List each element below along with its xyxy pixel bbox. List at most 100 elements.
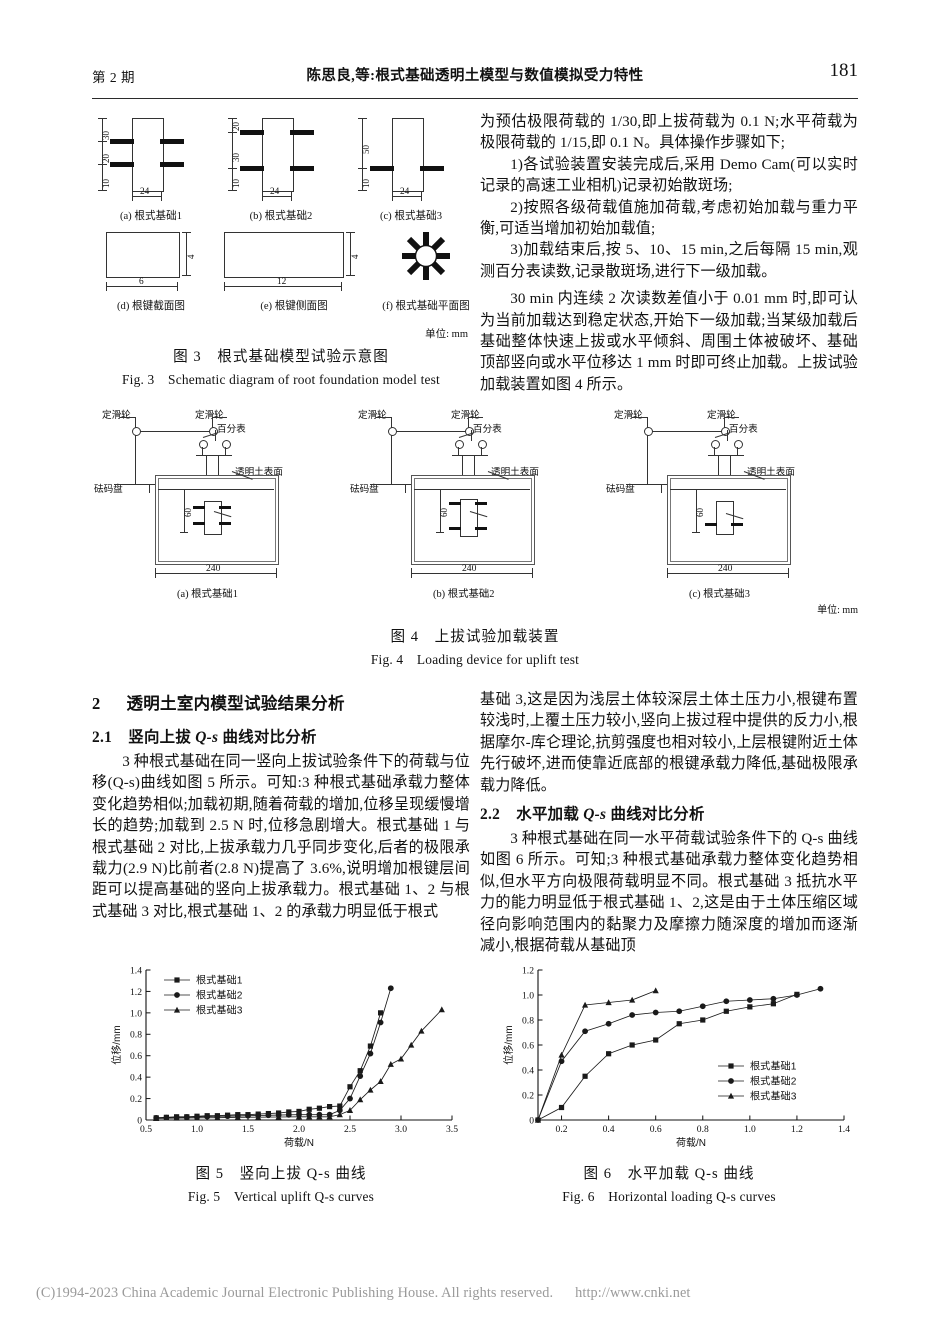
section-2-title: 透明土室内模型试验结果分析: [126, 694, 345, 713]
right-column-top: 为预估极限荷载的 1/30,即上拔荷载为 0.1 N;水平荷载为极限荷载的 1/…: [480, 112, 858, 396]
data-point: [346, 1107, 354, 1113]
data-point: [629, 1042, 635, 1048]
data-point: [378, 1010, 384, 1016]
fig4-a-soil-surface-label: 透明土表面: [235, 467, 283, 478]
data-point: [408, 1041, 415, 1048]
data-point: [728, 1078, 734, 1084]
fig4-b-depth: 60: [439, 508, 449, 517]
data-point: [153, 1115, 160, 1121]
para-load-estimate: 为预估极限荷载的 1/30,即上拔荷载为 0.1 N;水平荷载为极限荷载的 1/…: [480, 114, 858, 152]
fig4-a-width: 240: [206, 563, 221, 574]
data-point: [728, 1063, 734, 1069]
data-point: [397, 1055, 405, 1062]
legend-label: 根式基础3: [750, 1090, 797, 1103]
para-step-3: 3)加载结束后,按 5、10、15 min,之后每隔 15 min,观测百分表读…: [480, 242, 858, 280]
para-step-1: 1)各试验装置安装完成后,采用 Demo Cam(可以实时记录的高速工业相机)记…: [480, 156, 858, 195]
data-point: [605, 999, 612, 1006]
copyright-text: (C)1994-2023 China Academic Journal Elec…: [36, 1285, 554, 1301]
fig4-panel-a: 定滑轮 定滑轮 百分表 透明土表面 砝码盘 根式基础1: [92, 405, 342, 605]
section-2-2-title-post: 曲线对比分析: [606, 806, 705, 824]
fig4-c-pulley-left-label: 定滑轮: [614, 410, 643, 421]
root-foundation-plan-icon: [402, 232, 450, 280]
figure-3-caption: 图 3 根式基础模型试验示意图 Fig. 3 Schematic diagram…: [92, 345, 470, 388]
data-point: [245, 1112, 251, 1119]
figure-4-caption: 图 4 上拔试验加载装置 Fig. 4 Loading device for u…: [92, 625, 858, 668]
fig3-b-dim-20: 20: [231, 122, 241, 131]
figure-5-caption: 图 5 竖向上拔 Q-s 曲线 Fig. 5 Vertical uplift Q…: [92, 1162, 470, 1205]
y-tick-label: 0.8: [522, 1015, 534, 1026]
x-tick-label: 1.5: [242, 1124, 254, 1135]
data-point: [174, 977, 180, 983]
y-tick-label: 0: [529, 1115, 534, 1126]
data-point: [699, 1003, 706, 1010]
data-point: [605, 1020, 612, 1027]
data-point: [817, 985, 824, 992]
section-2-2-heading: 2.2 水平加载 Q-s 曲线对比分析: [480, 802, 858, 824]
fig6-caption-cn: 图 6 水平加载 Q-s 曲线: [583, 1166, 755, 1182]
data-point: [316, 1113, 323, 1120]
fig3-unit: 单位: mm: [425, 329, 468, 340]
fig4-b-dial-gauge-label: 百分表: [473, 424, 502, 435]
fig3-subfig-c: 50 10 24 (c) 根式基础3: [356, 112, 466, 222]
section-2-2-number: 2.2: [480, 806, 501, 824]
fig3-f-label: (f) 根式基础平面图: [382, 301, 470, 312]
x-tick-label: 3.5: [446, 1124, 458, 1135]
data-point: [204, 1113, 211, 1120]
data-point: [306, 1106, 312, 1112]
data-point: [558, 1051, 565, 1058]
fig3-c-dim-24: 24: [400, 187, 410, 197]
data-point: [347, 1084, 353, 1090]
data-point: [676, 1008, 683, 1015]
fig4-panel-b: 定滑轮 定滑轮 百分表 透明土表面 砝码盘 根式基础2: [348, 405, 598, 605]
y-tick-label: 1.0: [522, 990, 534, 1001]
y-tick-label: 0: [137, 1115, 142, 1126]
x-tick-label: 0.6: [650, 1124, 662, 1135]
data-point: [193, 1114, 201, 1121]
data-point: [337, 1103, 343, 1109]
data-point: [163, 1114, 170, 1121]
fig6-caption-en: Fig. 6 Horizontal loading Q-s curves: [562, 1189, 776, 1204]
data-point: [295, 1113, 303, 1120]
fig4-c-weight-tray-label: 砝码盘: [606, 484, 635, 495]
data-point: [387, 1060, 394, 1067]
data-point: [234, 1114, 241, 1120]
data-point: [183, 1114, 190, 1120]
y-tick-label: 0.4: [130, 1073, 142, 1084]
figure-6-caption: 图 6 水平加载 Q-s 曲线 Fig. 6 Horizontal loadin…: [480, 1162, 858, 1205]
fig4-c-pulley-right-label: 定滑轮: [707, 410, 736, 421]
data-point: [326, 1113, 333, 1120]
data-point: [387, 985, 394, 992]
x-axis-label: 荷载/N: [284, 1137, 314, 1149]
fig3-a-dim-10: 10: [101, 179, 111, 188]
fig3-b-label: (b) 根式基础2: [249, 211, 313, 222]
section-2-number: 2: [92, 694, 101, 713]
fig4-unit: 单位: mm: [817, 605, 858, 616]
fig3-caption-cn: 图 3 根式基础模型试验示意图: [173, 349, 389, 365]
fig3-caption-en: Fig. 3 Schematic diagram of root foundat…: [122, 372, 440, 387]
legend-label: 根式基础1: [750, 1060, 797, 1073]
fig3-e-label: (e) 根键侧面图: [260, 301, 328, 312]
cnki-url[interactable]: http://www.cnki.net: [575, 1285, 691, 1301]
data-point: [606, 1051, 612, 1057]
fig3-subfig-a: 30 20 10 24 (a) 根式基础1: [96, 112, 206, 222]
data-point: [582, 1073, 588, 1079]
data-point: [794, 992, 800, 998]
data-point: [327, 1104, 333, 1110]
data-point: [558, 1104, 565, 1111]
section-2-1-title-pre: 竖向上拔: [128, 729, 196, 746]
series-2: [153, 985, 394, 1121]
para-vertical-uplift-analysis: 3 种根式基础在同一竖向上拔试验条件下的荷载与位移(Q-s)曲线如图 5 所示。…: [92, 754, 470, 920]
x-tick-label: 0.4: [603, 1124, 615, 1135]
right-column-body: 基础 3,这是因为浅层土体较深层土体土压力小,根键布置较浅时,上覆土压力较小,竖…: [480, 690, 858, 957]
header-divider: [92, 98, 858, 99]
fig4-c-width: 240: [718, 563, 733, 574]
data-point: [747, 1004, 753, 1010]
section-2-heading: 2 透明土室内模型试验结果分析: [92, 690, 470, 714]
y-tick-label: 1.4: [130, 965, 142, 976]
data-point: [652, 987, 659, 994]
fig3-e-dim-w: 12: [277, 277, 287, 287]
